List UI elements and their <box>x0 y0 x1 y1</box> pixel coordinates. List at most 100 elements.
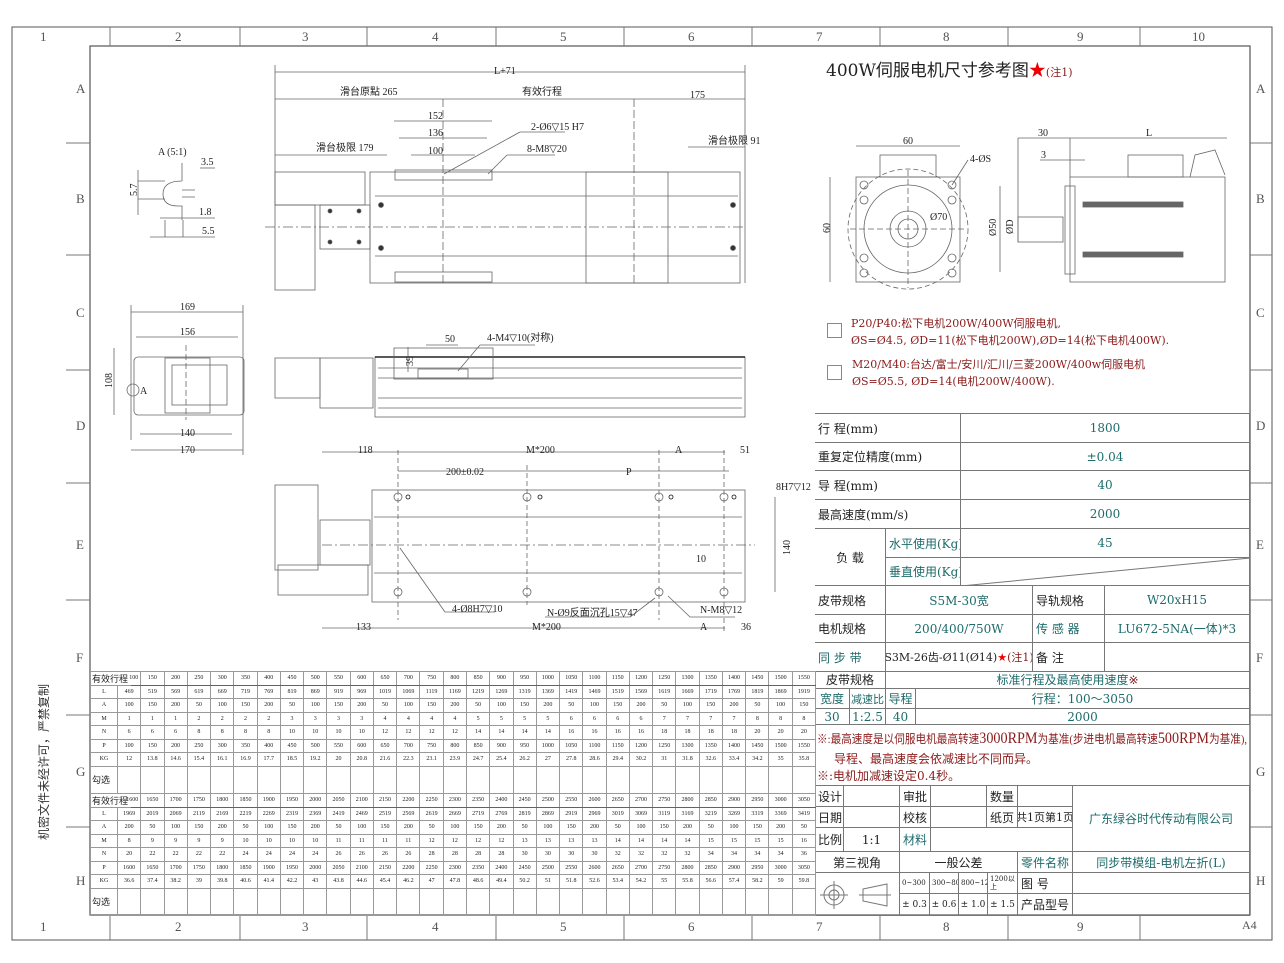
row-value-m: 13 <box>513 834 537 848</box>
row-value-l: 2869 <box>536 807 561 821</box>
select-checkbox-cell[interactable] <box>676 888 700 916</box>
select-checkbox-cell[interactable] <box>327 766 351 794</box>
select-checkbox-cell[interactable] <box>187 766 212 794</box>
select-checkbox-cell[interactable] <box>443 766 467 794</box>
note-2: 导程、最高速度会依减速比不同而异。 <box>834 752 1039 766</box>
select-checkbox-cell[interactable] <box>234 766 258 794</box>
select-checkbox-cell[interactable] <box>769 888 793 916</box>
select-checkbox-cell[interactable] <box>350 766 374 794</box>
select-checkbox-cell[interactable] <box>118 766 142 794</box>
select-checkbox-cell[interactable] <box>257 766 281 794</box>
stroke-value: 1150 <box>606 672 630 686</box>
row-value-p: 2650 <box>606 861 630 875</box>
select-checkbox-cell[interactable] <box>467 888 491 916</box>
row-value-p: 1550 <box>792 739 816 753</box>
select-checkbox-cell[interactable] <box>699 888 723 916</box>
select-checkbox-cell[interactable] <box>746 888 770 916</box>
select-checkbox-cell[interactable] <box>164 766 188 794</box>
row-label-m: M <box>91 834 118 848</box>
speed-lead-value: 40 <box>886 709 916 725</box>
speed-table-title: 标准行程及最高使用速度※ <box>886 671 1250 689</box>
select-checkbox-cell[interactable] <box>490 766 514 794</box>
select-checkbox-cell[interactable] <box>490 888 514 916</box>
select-checkbox-cell[interactable] <box>792 766 816 794</box>
select-checkbox-cell[interactable] <box>467 766 491 794</box>
select-checkbox-cell[interactable] <box>211 888 235 916</box>
row-value-n: 10 <box>304 726 328 740</box>
stroke-value: 500 <box>304 672 328 686</box>
motor-option-checkbox-2[interactable] <box>827 365 842 380</box>
bottom-view <box>274 450 776 632</box>
select-checkbox-cell[interactable] <box>653 766 677 794</box>
select-checkbox-cell[interactable] <box>560 766 584 794</box>
select-checkbox-cell[interactable] <box>722 888 747 916</box>
select-checkbox-cell[interactable] <box>769 766 793 794</box>
row-value-kg: 51 <box>536 875 561 889</box>
row-value-kg: 51.8 <box>560 875 584 889</box>
row-value-kg: 15.4 <box>187 753 212 767</box>
row-value-l: 2119 <box>187 807 212 821</box>
stroke-value: 1400 <box>722 672 747 686</box>
select-checkbox-cell[interactable] <box>560 888 584 916</box>
select-checkbox-cell[interactable] <box>443 888 467 916</box>
select-checkbox-cell[interactable] <box>234 888 258 916</box>
row-value-n: 28 <box>443 848 467 862</box>
select-checkbox-cell[interactable] <box>304 888 328 916</box>
row-label-l: L <box>91 685 118 699</box>
row-value-l: 2419 <box>327 807 351 821</box>
select-checkbox-cell[interactable] <box>513 888 537 916</box>
bottom-dim-118: 118 <box>358 445 373 456</box>
row-value-a: 200 <box>257 699 281 713</box>
row-value-p: 750 <box>420 739 444 753</box>
stroke-value: 2600 <box>583 794 607 808</box>
select-checkbox-cell[interactable] <box>746 766 770 794</box>
select-checkbox-cell[interactable] <box>699 766 723 794</box>
row-value-kg: 29.4 <box>606 753 630 767</box>
select-checkbox-cell[interactable] <box>280 766 305 794</box>
select-checkbox-cell[interactable] <box>397 766 421 794</box>
select-checkbox-cell[interactable] <box>583 888 607 916</box>
select-checkbox-cell[interactable] <box>164 888 188 916</box>
select-checkbox-cell[interactable] <box>373 766 398 794</box>
select-checkbox-cell[interactable] <box>304 766 328 794</box>
select-checkbox-cell[interactable] <box>420 888 444 916</box>
select-checkbox-cell[interactable] <box>141 766 165 794</box>
row-value-n: 20 <box>118 848 142 862</box>
select-checkbox-cell[interactable] <box>722 766 747 794</box>
select-checkbox-cell[interactable] <box>513 766 537 794</box>
motor-option-checkbox-1[interactable] <box>827 323 842 338</box>
frame-column-label: 6 <box>688 919 695 934</box>
select-checkbox-cell[interactable] <box>792 888 816 916</box>
select-checkbox-cell[interactable] <box>257 888 281 916</box>
select-checkbox-cell[interactable] <box>373 888 398 916</box>
note-1: ※:最高速度是以伺服电机最高转速3000RPM为基准(步进电机最高转速500RP… <box>817 730 1247 748</box>
select-checkbox-cell[interactable] <box>118 888 142 916</box>
select-checkbox-cell[interactable] <box>536 888 561 916</box>
select-checkbox-cell[interactable] <box>327 888 351 916</box>
spec-load-h-value: 45 <box>961 529 1250 558</box>
select-checkbox-cell[interactable] <box>606 888 630 916</box>
select-checkbox-cell[interactable] <box>350 888 374 916</box>
select-checkbox-cell[interactable] <box>629 766 654 794</box>
row-value-n: 12 <box>420 726 444 740</box>
frame-column-label: 5 <box>560 919 567 934</box>
row-value-l: 1469 <box>583 685 607 699</box>
select-checkbox-cell[interactable] <box>583 766 607 794</box>
select-checkbox-cell[interactable] <box>211 766 235 794</box>
select-checkbox-cell[interactable] <box>536 766 561 794</box>
select-checkbox-cell[interactable] <box>676 766 700 794</box>
select-checkbox-cell[interactable] <box>141 888 165 916</box>
select-checkbox-cell[interactable] <box>420 766 444 794</box>
stroke-value: 1200 <box>629 672 654 686</box>
row-value-p: 2550 <box>560 861 584 875</box>
stroke-value: 1100 <box>583 672 607 686</box>
select-checkbox-cell[interactable] <box>187 888 212 916</box>
select-checkbox-cell[interactable] <box>653 888 677 916</box>
row-value-n: 16 <box>583 726 607 740</box>
row-value-n: 26 <box>397 848 421 862</box>
select-checkbox-cell[interactable] <box>280 888 305 916</box>
select-checkbox-cell[interactable] <box>629 888 654 916</box>
select-checkbox-cell[interactable] <box>606 766 630 794</box>
select-checkbox-cell[interactable] <box>397 888 421 916</box>
frame-column-label: 2 <box>175 919 182 934</box>
